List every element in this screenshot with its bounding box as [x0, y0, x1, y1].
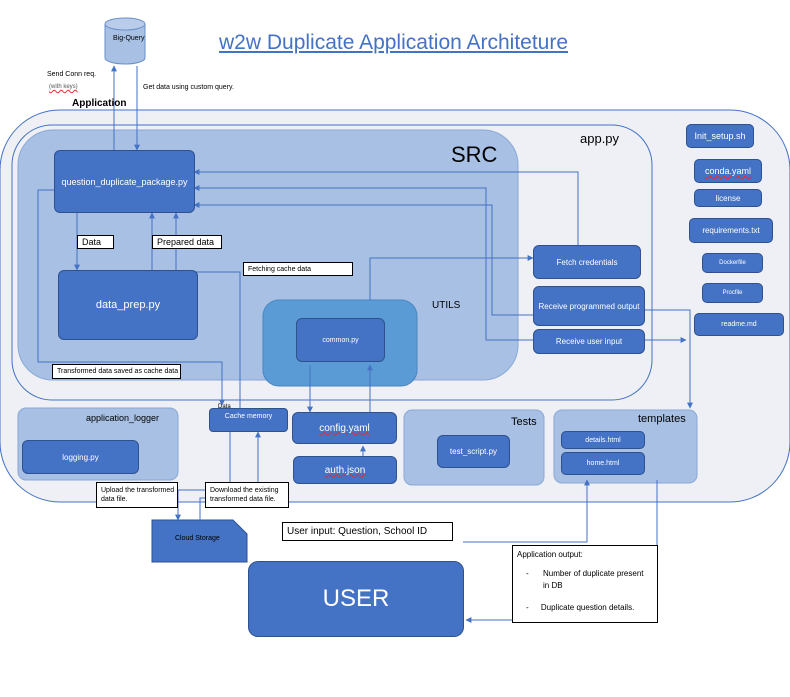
- diagram-title: w2w Duplicate Application Architeture: [219, 31, 569, 54]
- app-logger-label: application_logger: [86, 413, 160, 423]
- common-py-box[interactable]: common.py: [296, 318, 385, 362]
- app-output-title: Application output:: [517, 550, 583, 559]
- transformed-saved-label: Transformed data saved as cache data: [52, 364, 181, 379]
- src-label: SRC: [451, 142, 498, 167]
- conda-yaml-file[interactable]: conda.yaml: [694, 159, 762, 183]
- fetching-cache-label: Fetching cache data: [243, 262, 353, 276]
- app-py-label: app.py: [580, 131, 620, 146]
- application-output-box: Application output: - Number of duplicat…: [512, 545, 658, 623]
- dockerfile-file[interactable]: Dockerfile: [702, 253, 763, 273]
- upload-transformed-label: Upload the transformed data file.: [96, 482, 178, 508]
- utils-label: UTILS: [432, 300, 461, 311]
- application-label: Application: [72, 98, 127, 109]
- user-box[interactable]: USER: [248, 561, 464, 637]
- cloud-storage-label: Cloud Storage: [175, 535, 220, 542]
- license-file[interactable]: license: [694, 189, 762, 207]
- cache-memory-box[interactable]: Cache memory: [209, 408, 288, 432]
- receive-user-input-box[interactable]: Receive user input: [533, 329, 645, 354]
- data-prep-box[interactable]: data_prep.py: [58, 270, 198, 340]
- data-arrow-label: Data: [77, 235, 114, 249]
- tests-label: Tests: [511, 416, 537, 428]
- data-small-label: Data: [218, 404, 231, 410]
- bigquery-cylinder-icon: [104, 17, 146, 65]
- requirements-file[interactable]: requirements.txt: [689, 218, 773, 243]
- procfile-file[interactable]: Procfile: [702, 283, 763, 303]
- send-conn-sub-label: (with keys): [49, 84, 78, 90]
- app-output-item-1: - Number of duplicate present in DB: [526, 569, 644, 590]
- test-script-box[interactable]: test_script.py: [437, 435, 510, 468]
- details-html-file[interactable]: details.html: [561, 431, 645, 449]
- fetch-credentials-box[interactable]: Fetch credentials: [533, 245, 641, 279]
- user-input-label: User input: Question, School ID: [282, 522, 453, 541]
- auth-json-box[interactable]: auth.json: [293, 456, 397, 484]
- download-existing-label: Download the existing transformed data f…: [205, 482, 289, 508]
- question-duplicate-package-box[interactable]: question_duplicate_package.py: [54, 150, 195, 213]
- config-yaml-box[interactable]: config.yaml: [292, 412, 397, 444]
- home-html-file[interactable]: home.html: [561, 452, 645, 475]
- prepared-data-label: Prepared data: [152, 235, 222, 249]
- send-conn-label: Send Conn req.: [47, 71, 97, 78]
- app-output-item-2: - Duplicate question details.: [526, 603, 635, 612]
- receive-programmed-output-box[interactable]: Receive programmed output: [533, 286, 645, 326]
- readme-file[interactable]: readme.md: [694, 313, 784, 336]
- init-setup-file[interactable]: Init_setup.sh: [686, 124, 754, 148]
- templates-label: templates: [638, 413, 686, 425]
- get-data-label: Get data using custom query.: [143, 84, 234, 91]
- cloud-storage-shape: [151, 519, 248, 563]
- bigquery-label: Big-Query: [113, 35, 145, 42]
- logging-py-box[interactable]: logging.py: [22, 440, 139, 474]
